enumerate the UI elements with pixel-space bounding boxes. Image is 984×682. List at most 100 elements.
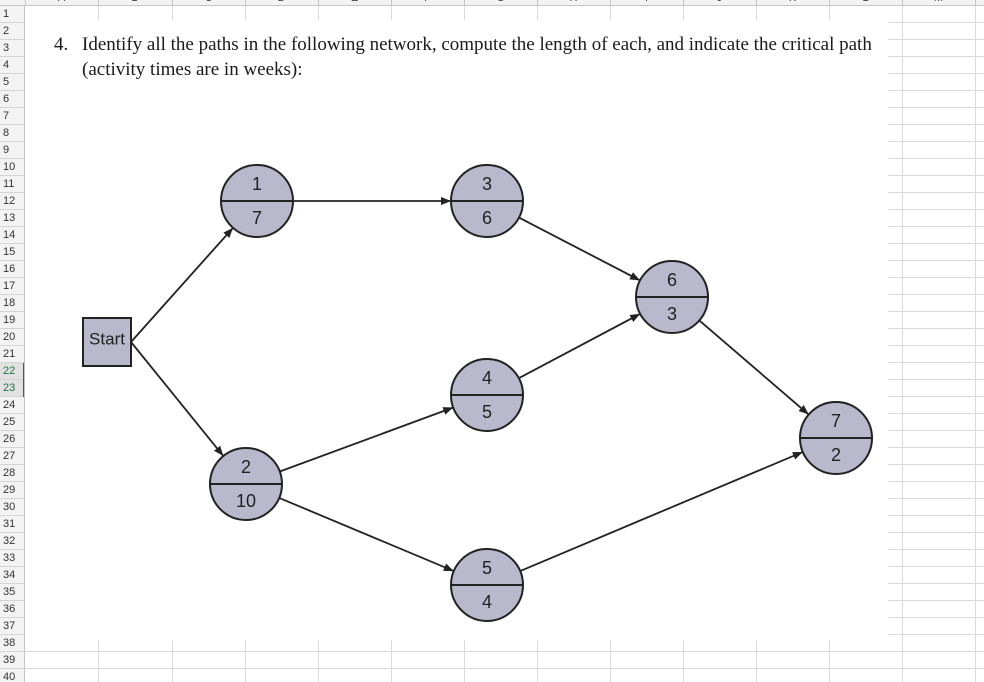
row-header-12[interactable]: 12 [0,193,24,210]
node-4: 45 [450,358,524,432]
start-label: Start [89,330,125,349]
row-header-2[interactable]: 2 [0,23,24,40]
row-header-5[interactable]: 5 [0,74,24,91]
row-header-19[interactable]: 19 [0,312,24,329]
row-header-24[interactable]: 24 [0,397,24,414]
node-time-label: 6 [482,208,492,228]
row-header-32[interactable]: 32 [0,533,24,550]
node-time-label: 10 [236,491,256,511]
column-header-i[interactable]: I [637,0,657,4]
column-header-g[interactable]: G [491,0,511,4]
node-activity-label: 3 [482,174,492,194]
row-header-26[interactable]: 26 [0,431,24,448]
row-header-36[interactable]: 36 [0,601,24,618]
row-header-40[interactable]: 40 [0,669,24,682]
row-header-30[interactable]: 30 [0,499,24,516]
row-header-23[interactable]: 23 [0,380,24,397]
node-3: 36 [450,164,524,238]
row-header-31[interactable]: 31 [0,516,24,533]
edge-6-to-7 [698,319,810,416]
node-activity-label: 4 [482,368,492,388]
edge-2-to-4 [279,406,454,473]
row-header-38[interactable]: 38 [0,635,24,652]
row-header-10[interactable]: 10 [0,159,24,176]
node-5: 54 [450,548,524,622]
node-time-label: 5 [482,402,492,422]
column-separator[interactable] [318,0,319,5]
row-header-14[interactable]: 14 [0,227,24,244]
column-separator[interactable] [25,0,26,5]
row-header-20[interactable]: 20 [0,329,24,346]
column-separator[interactable] [98,0,99,5]
row-header-35[interactable]: 35 [0,584,24,601]
row-header-39[interactable]: 39 [0,652,24,669]
node-time-label: 4 [482,592,492,612]
column-separator[interactable] [610,0,611,5]
column-header-m[interactable]: M [929,0,949,4]
row-header-16[interactable]: 16 [0,261,24,278]
column-separator[interactable] [464,0,465,5]
column-separator[interactable] [391,0,392,5]
column-header-h[interactable]: H [564,0,584,4]
row-header-1[interactable]: 1 [0,6,24,23]
node-activity-label: 5 [482,558,492,578]
node-1: 17 [220,164,294,238]
row-header-11[interactable]: 11 [0,176,24,193]
column-separator[interactable] [829,0,830,5]
row-header-18[interactable]: 18 [0,295,24,312]
row-header-15[interactable]: 15 [0,244,24,261]
column-separator[interactable] [245,0,246,5]
row-header-17[interactable]: 17 [0,278,24,295]
row-header-7[interactable]: 7 [0,108,24,125]
node-6: 63 [635,260,709,334]
column-header-f[interactable]: F [418,0,438,4]
column-header-l[interactable]: L [856,0,876,4]
node-activity-label: 7 [831,411,841,431]
row-header-33[interactable]: 33 [0,550,24,567]
column-separator[interactable] [172,0,173,5]
row-header-13[interactable]: 13 [0,210,24,227]
edge-start-to-2 [130,341,225,457]
node-2: 210 [209,447,283,521]
grid-line [902,6,903,682]
edge-3-to-6 [518,216,641,282]
row-header-28[interactable]: 28 [0,465,24,482]
row-header-34[interactable]: 34 [0,567,24,584]
row-header-8[interactable]: 8 [0,125,24,142]
row-header-3[interactable]: 3 [0,40,24,57]
row-header-27[interactable]: 27 [0,448,24,465]
node-activity-label: 6 [667,270,677,290]
column-header-c[interactable]: C [199,0,219,4]
row-header-6[interactable]: 6 [0,91,24,108]
edge-4-to-6 [518,313,641,379]
column-separator[interactable] [902,0,903,5]
row-header-25[interactable]: 25 [0,414,24,431]
column-header-k[interactable]: K [783,0,803,4]
column-separator[interactable] [975,0,976,5]
row-header-22[interactable]: 22 [0,363,24,380]
row-selection-indicator [23,363,24,397]
column-header-b[interactable]: B [125,0,145,4]
column-header-bar: A B C D E F G H I J K L M [0,0,984,6]
column-separator[interactable] [683,0,684,5]
column-separator[interactable] [756,0,757,5]
column-header-j[interactable]: J [710,0,730,4]
node-time-label: 2 [831,445,841,465]
node-time-label: 3 [667,304,677,324]
column-header-d[interactable]: D [272,0,292,4]
row-header-4[interactable]: 4 [0,57,24,74]
embedded-picture[interactable] [25,20,888,640]
column-header-e[interactable]: E [345,0,365,4]
start-box: Start [82,317,132,367]
row-header-9[interactable]: 9 [0,142,24,159]
edge-start-to-1 [130,227,234,343]
start-box-shape [82,317,132,367]
row-header-29[interactable]: 29 [0,482,24,499]
column-header-a[interactable]: A [52,0,72,4]
row-header-21[interactable]: 21 [0,346,24,363]
network-edges [130,197,810,572]
row-header-37[interactable]: 37 [0,618,24,635]
node-activity-label: 1 [252,174,262,194]
column-separator[interactable] [537,0,538,5]
